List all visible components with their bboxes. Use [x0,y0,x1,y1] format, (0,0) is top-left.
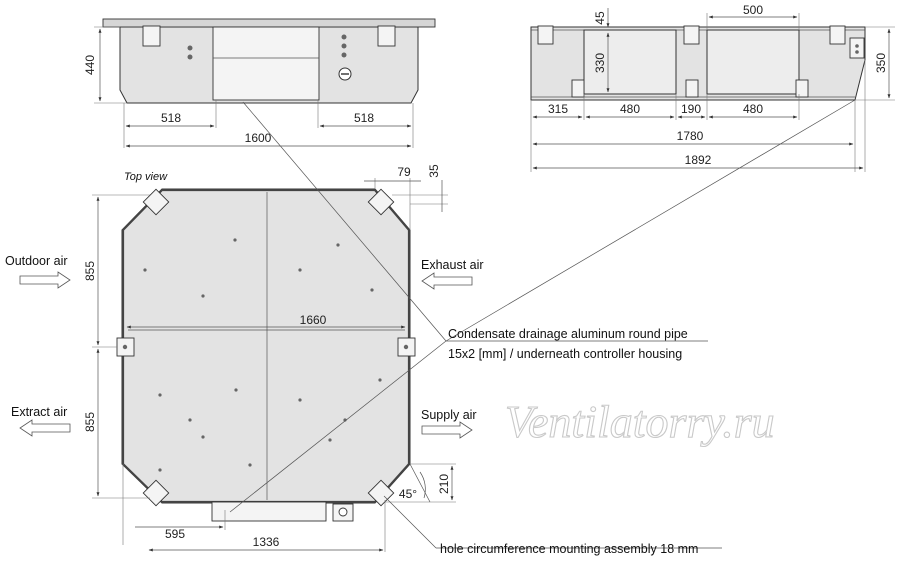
callouts: Condensate drainage aluminum round pipe … [229,99,856,556]
dim-side-opening-width: 500 [743,3,763,17]
dim-top-half-upper: 855 [83,261,97,281]
side-bracket-3 [829,25,846,45]
supply-air-label: Supply air [421,408,477,422]
corner-bracket-top-right [367,188,395,216]
dim-top-bottom-offset: 595 [165,527,185,541]
corner-bracket-top-left [142,188,170,216]
extract-air-label: Extract air [11,405,67,419]
dim-top-chamfer-height: 210 [437,474,451,494]
side-foot-2 [685,79,699,98]
dim-side-right-height: 350 [874,53,888,73]
side-view: 500 45 330 350 315 480 190 480 1780 1892 [530,3,895,172]
condensate-leader-front [242,101,447,342]
dim-front-height: 440 [83,55,97,75]
dim-side-seg-3: 190 [681,102,701,116]
dim-side-top-gap: 45 [593,11,607,25]
side-foot-3 [795,79,809,98]
condensate-label-line2: 15x2 [mm] / underneath controller housin… [448,347,682,361]
front-gland-1 [187,45,193,51]
dim-side-opening-height: 330 [593,53,607,73]
dim-top-corner-depth: 35 [427,164,441,178]
top-view-label: Top view [124,171,168,183]
dim-top-corner-width: 79 [397,165,411,179]
front-indicator-2 [341,43,347,49]
dim-side-total-width: 1892 [685,153,712,167]
condensate-label-line1: Condensate drainage aluminum round pipe [448,327,688,341]
supply-air-arrow-icon [421,421,473,439]
front-indicator-1 [341,34,347,40]
dim-top-bottom-width: 1336 [253,535,280,549]
top-controller-housing [211,501,327,522]
dim-side-width: 1780 [677,129,704,143]
front-gland-2 [187,54,193,60]
side-foot-1 [571,79,585,98]
hole-note-label: hole circumference mounting assembly 18 … [440,542,698,556]
dim-side-seg-4: 480 [743,102,763,116]
dim-front-left-offset: 518 [161,111,181,125]
condensate-leader-side [445,99,856,342]
condensate-leader-top [229,340,447,513]
dim-side-seg-2: 480 [620,102,640,116]
exhaust-air-label: Exhaust air [421,258,484,272]
watermark: Ventilatorry.ru [505,396,775,447]
dim-top-half-lower: 855 [83,412,97,432]
airflow-indicators: Outdoor air Exhaust air Extract air Supp… [5,254,484,439]
angle-arc [419,471,426,499]
front-controller-housing [212,26,320,101]
side-bracket-1 [537,25,554,45]
top-view-body [121,188,411,504]
dim-side-seg-1: 315 [548,102,568,116]
front-corner-bracket-right [377,25,396,47]
extract-air-arrow-icon [19,419,71,437]
side-controller-housing [849,37,865,59]
top-view: Top view [83,164,456,552]
front-indicator-3 [341,52,347,58]
corner-bracket-bottom-left [142,479,170,507]
dim-top-diagonal: 1660 [300,313,327,327]
dim-front-right-offset: 518 [354,111,374,125]
side-opening-left [583,29,677,95]
front-view: 440 518 518 1600 [83,18,436,148]
dim-chamfer-angle: 45° [399,487,417,501]
exhaust-air-arrow-icon [421,272,473,290]
front-corner-bracket-left [142,25,161,47]
dim-front-width: 1600 [245,131,272,145]
outdoor-air-label: Outdoor air [5,254,68,268]
side-bracket-2 [683,25,700,45]
side-opening-right [706,29,800,95]
outdoor-air-arrow-icon [19,271,71,289]
